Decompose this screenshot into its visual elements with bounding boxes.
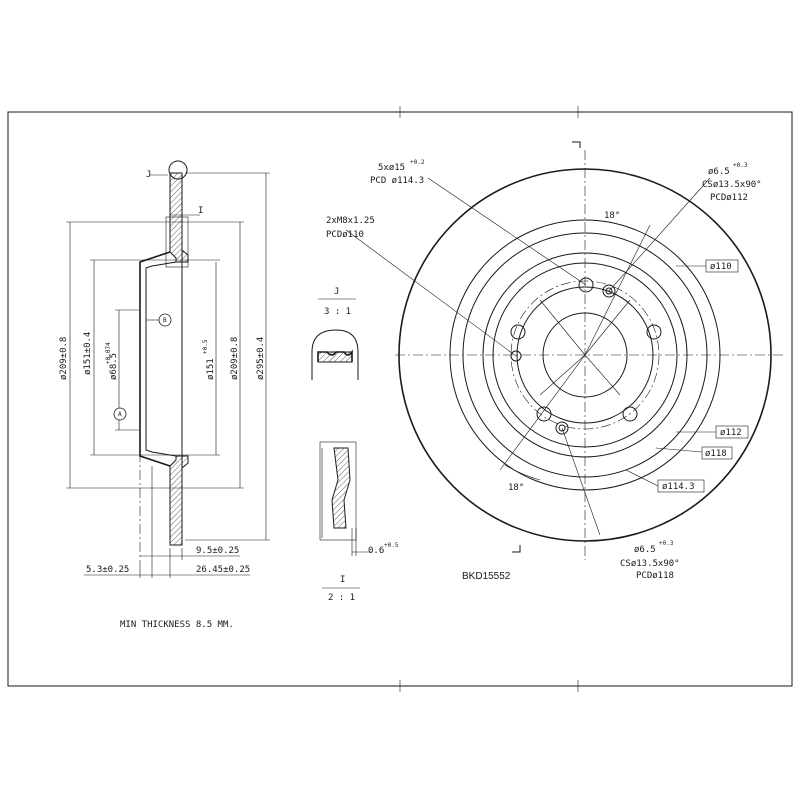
disc-section-top xyxy=(169,172,189,263)
label-pcd-118: PCDø118 xyxy=(636,571,674,581)
datum-a: A xyxy=(118,411,122,418)
dim-151-mid: ø151 xyxy=(206,358,216,380)
dim-209-mid: ø209±0.8 xyxy=(230,337,240,380)
detail-j-label: J xyxy=(334,287,339,297)
min-thickness-note: MIN THICKNESS 8.5 MM. xyxy=(120,620,234,630)
label-holes-5-tol: +0.2 xyxy=(410,159,425,166)
bolt-hole xyxy=(536,406,552,422)
callout-j-circle xyxy=(168,160,188,180)
label-pcd-112: PCDø112 xyxy=(710,193,748,203)
label-hole-65-top: ø6.5 xyxy=(708,167,730,177)
drawing-frame xyxy=(7,111,793,687)
label-tol-bottom: +0.3 xyxy=(659,540,674,547)
disc-section-bottom xyxy=(169,455,189,546)
dim-209-left: ø209±0.8 xyxy=(59,337,69,380)
dim-26-45: 26.45±0.25 xyxy=(196,565,250,575)
center-bore xyxy=(542,312,628,398)
label-cs-top: CSø13.5x90° xyxy=(702,180,762,190)
bolt-hole xyxy=(646,324,662,340)
label-hole-65-bottom: ø6.5 xyxy=(634,545,656,555)
section-view: J I ø209±0.8 ø151±0.4 ø68.5 +0.074 ø151 … xyxy=(59,160,270,630)
dim-68: ø68.5 xyxy=(109,353,119,380)
label-angle-top: 18° xyxy=(604,211,620,221)
locating-hole xyxy=(555,421,569,435)
datum-b: B xyxy=(163,317,167,324)
dim-5-3: 5.3±0.25 xyxy=(86,565,129,575)
label-pcd-110: PCDø110 xyxy=(326,230,364,240)
label-tol-top: +0.3 xyxy=(733,162,748,169)
label-pcd-114: PCD ø114.3 xyxy=(370,176,424,186)
dim-68-tol: +0.074 xyxy=(105,342,112,364)
label-d110: ø110 xyxy=(710,262,732,272)
label-threads: 2xM8x1.25 xyxy=(326,216,375,226)
label-d114: ø114.3 xyxy=(662,482,695,492)
face-view: 5xø15 +0.2 PCD ø114.3 2xM8x1.25 PCDø110 … xyxy=(326,141,785,582)
label-d118: ø118 xyxy=(705,449,727,459)
bolt-hole xyxy=(510,324,526,340)
detail-i-dim: 0.6 xyxy=(368,546,384,556)
outer-rim xyxy=(398,168,772,542)
dim-9-5: 9.5±0.25 xyxy=(196,546,239,556)
detail-i-scale: 2 : 1 xyxy=(328,593,355,603)
detail-i-tol: +0.5 xyxy=(384,542,399,549)
detail-j-scale: 3 : 1 xyxy=(324,307,351,317)
label-cs-bottom: CSø13.5x90° xyxy=(620,559,680,569)
bolt-hole xyxy=(622,406,638,422)
bolt-hole xyxy=(578,277,594,293)
label-d112: ø112 xyxy=(720,428,742,438)
dim-151-left: ø151±0.4 xyxy=(83,332,93,375)
callout-i-label: I xyxy=(198,206,203,216)
part-number: BKD15552 xyxy=(462,571,511,582)
detail-j: J 3 : 1 xyxy=(311,287,359,380)
callout-j-label: J xyxy=(146,170,151,180)
detail-i-label: I xyxy=(340,575,345,585)
dim-151-mid-tol: +0.5 xyxy=(202,339,209,354)
thread-hole xyxy=(510,350,522,362)
locating-hole xyxy=(602,284,616,298)
label-holes-5: 5xø15 xyxy=(378,163,405,173)
detail-i: 0.6 +0.5 I 2 : 1 xyxy=(319,441,399,603)
label-angle-bottom: 18° xyxy=(508,483,524,493)
dim-295: ø295±0.4 xyxy=(256,337,266,380)
bolt-holes xyxy=(510,277,662,422)
